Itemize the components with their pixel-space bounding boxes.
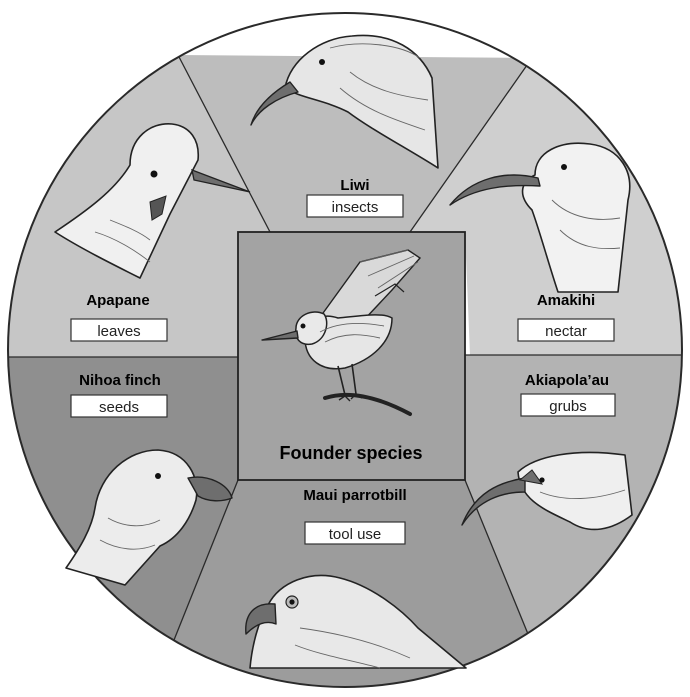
food-label-apapane: leaves: [97, 323, 140, 340]
species-name-apapane: Apapane: [86, 292, 149, 309]
food-label-akiapolaau: grubs: [549, 398, 587, 415]
food-label-amakihi: nectar: [545, 323, 587, 340]
species-name-amakihi: Amakihi: [537, 292, 595, 309]
center-title: Founder species: [279, 443, 422, 463]
species-name-parrotbill: Maui parrotbill: [303, 487, 406, 504]
species-name-nihoa: Nihoa finch: [79, 372, 161, 389]
food-label-parrotbill: tool use: [329, 526, 382, 543]
species-name-liwi: Liwi: [340, 177, 369, 194]
species-name-akiapolaau: Akiapola’au: [525, 372, 609, 389]
food-label-liwi: insects: [332, 199, 379, 216]
food-label-nihoa: seeds: [99, 399, 139, 416]
